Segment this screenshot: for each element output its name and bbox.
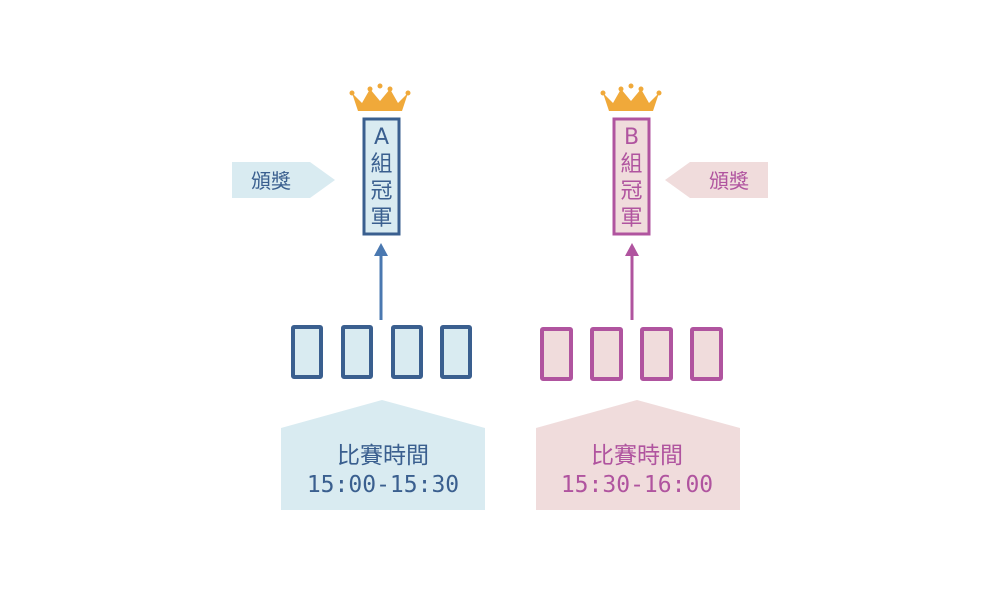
title-char: 組	[620, 152, 642, 177]
award-label: 頒獎	[709, 169, 749, 193]
time-label: 比賽時間	[337, 443, 429, 469]
crown-icon	[600, 83, 662, 111]
group-b: B 組 冠 軍 頒獎 比賽時間 15:30-16:00	[536, 83, 768, 510]
title-char: A	[374, 125, 389, 150]
title-char: 冠	[370, 179, 392, 204]
group-a: A 組 冠 軍 頒獎 比賽時間 15:00-15:30	[232, 83, 485, 510]
title-char: 軍	[620, 206, 642, 231]
title-char: 軍	[370, 206, 392, 231]
time-panel-b	[536, 400, 740, 510]
award-tag-a	[232, 162, 335, 198]
crown-icon	[349, 83, 411, 111]
award-label: 頒獎	[251, 169, 291, 193]
time-value: 15:00-15:30	[307, 472, 459, 498]
title-char: 冠	[620, 179, 642, 204]
arrow-head-icon	[374, 243, 388, 256]
arrow-head-icon	[625, 243, 639, 256]
team-boxes-b	[540, 327, 723, 381]
team-boxes-a	[291, 325, 472, 379]
time-label: 比賽時間	[591, 443, 683, 469]
champion-box-a	[362, 117, 401, 236]
time-value: 15:30-16:00	[561, 472, 713, 498]
champion-box-b	[612, 117, 651, 236]
time-panel-a	[281, 400, 485, 510]
title-char: B	[624, 125, 639, 150]
title-char: 組	[370, 152, 392, 177]
award-tag-b	[665, 162, 768, 198]
